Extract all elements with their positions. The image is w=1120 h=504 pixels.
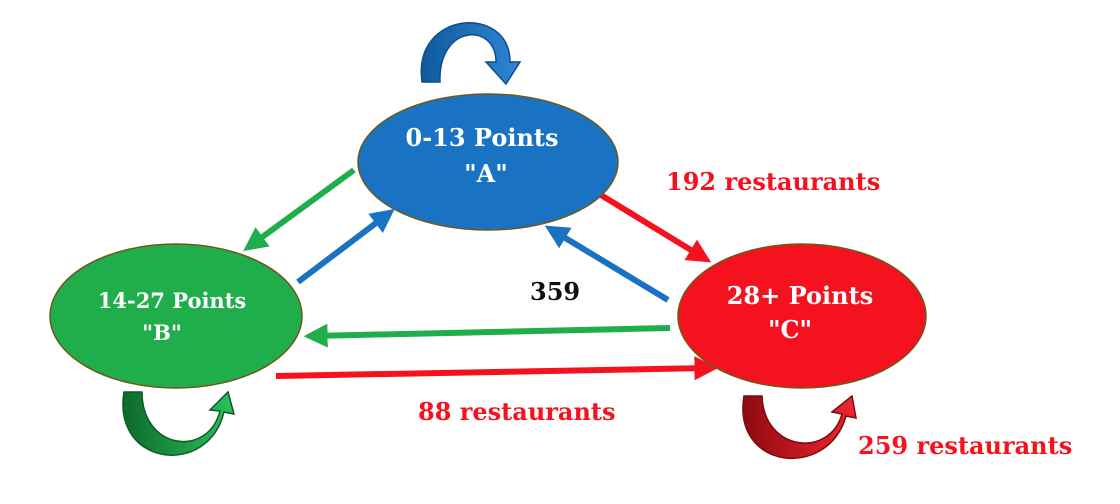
label-b-to-c: 88 restaurants — [418, 397, 616, 426]
arrow-c-to-a — [544, 225, 670, 303]
node-c-range-label: 28+ Points — [727, 281, 873, 310]
node-b-letter-label: "B" — [142, 320, 182, 345]
arrow-b-to-a — [296, 208, 395, 285]
arrow-c-to-b — [303, 323, 671, 348]
self-loop-a-arrow — [420, 22, 522, 86]
label-c-to-a: 359 — [530, 277, 580, 306]
self-loop-c-arrow — [742, 394, 857, 460]
label-a-to-c: 192 restaurants — [666, 167, 880, 196]
node-a-ellipse — [357, 93, 619, 231]
node-b-range-label: 14-27 Points — [98, 288, 246, 313]
node-a-letter-label: "A" — [464, 159, 508, 188]
node-c-letter-label: "C" — [768, 315, 812, 344]
node-b-ellipse — [49, 243, 303, 389]
arrow-a-to-c — [594, 189, 712, 263]
label-c-self: 259 restaurants — [858, 431, 1072, 460]
arrow-b-to-c — [275, 356, 719, 381]
node-a: 0-13 Points "A" — [357, 93, 619, 231]
arrow-a-to-b — [243, 167, 356, 251]
node-c-ellipse — [677, 243, 927, 389]
node-b: 14-27 Points "B" — [49, 243, 303, 389]
node-c: 28+ Points "C" — [677, 243, 927, 389]
node-a-range-label: 0-13 Points — [406, 123, 559, 152]
self-loop-b-arrow — [122, 390, 236, 456]
